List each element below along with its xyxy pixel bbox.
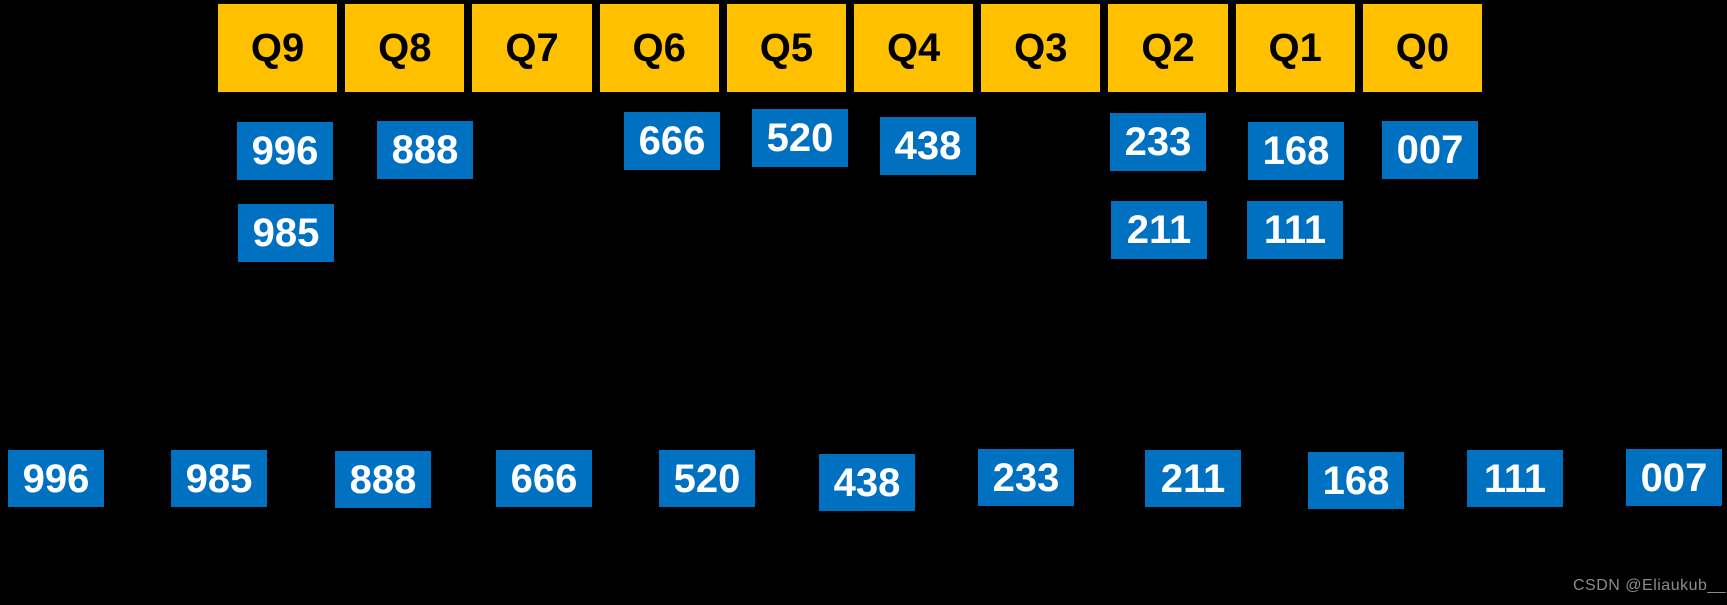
output-item-168: 168 bbox=[1308, 452, 1404, 509]
queue-box-q0: Q0 bbox=[1362, 4, 1483, 92]
queue-item-q9-996: 996 bbox=[237, 122, 333, 180]
watermark: CSDN @Eliaukub__ bbox=[1573, 577, 1727, 594]
queue-label-q6: Q6 bbox=[632, 26, 686, 70]
queue-box-q8: Q8 bbox=[345, 4, 465, 92]
queue-item-q1-111: 111 bbox=[1247, 201, 1343, 259]
queue-label-q9: Q9 bbox=[250, 26, 305, 70]
queue-box-q5: Q5 bbox=[726, 4, 847, 92]
output-item-985: 985 bbox=[171, 450, 267, 507]
output-item-211: 211 bbox=[1145, 450, 1241, 507]
output-item-666: 666 bbox=[496, 450, 592, 507]
queue-box-q1: Q1 bbox=[1235, 4, 1355, 92]
queue-label-q1: Q1 bbox=[1268, 26, 1322, 70]
queue-label-q5: Q5 bbox=[759, 26, 814, 70]
queue-box-q6: Q6 bbox=[599, 4, 719, 92]
output-item-438: 438 bbox=[819, 454, 915, 511]
queue-item-q0-007: 007 bbox=[1382, 121, 1478, 179]
queue-box-q9: Q9 bbox=[218, 4, 338, 92]
output-item-111: 111 bbox=[1467, 450, 1563, 507]
queue-label-q2: Q2 bbox=[1141, 26, 1195, 70]
output-item-888: 888 bbox=[335, 451, 431, 508]
queue-box-q7: Q7 bbox=[472, 4, 592, 92]
output-item-007: 007 bbox=[1626, 449, 1722, 506]
queue-label-q0: Q0 bbox=[1395, 26, 1450, 70]
queue-label-q3: Q3 bbox=[1014, 26, 1068, 70]
queue-label-q8: Q8 bbox=[378, 26, 432, 70]
queue-label-q7: Q7 bbox=[505, 26, 559, 70]
queue-item-q8-888: 888 bbox=[377, 121, 473, 179]
queue-item-q9-985: 985 bbox=[238, 204, 334, 262]
queue-item-q1-168: 168 bbox=[1248, 122, 1344, 180]
queue-item-q2-211: 211 bbox=[1111, 201, 1207, 259]
queue-header-row: Q9 Q8 Q7 Q6 Q5 Q4 Q3 Q2 Q1 Q0 bbox=[218, 4, 1483, 92]
output-item-996: 996 bbox=[8, 450, 104, 507]
queue-item-q6-666: 666 bbox=[624, 112, 720, 170]
queue-box-q4: Q4 bbox=[854, 4, 974, 92]
queue-label-q4: Q4 bbox=[886, 26, 941, 70]
queue-box-q3: Q3 bbox=[981, 4, 1101, 92]
queue-item-q2-233: 233 bbox=[1110, 113, 1206, 171]
queue-item-q5-520: 520 bbox=[752, 109, 848, 167]
queue-box-q2: Q2 bbox=[1108, 4, 1228, 92]
queue-item-q4-438: 438 bbox=[880, 117, 976, 175]
output-item-233: 233 bbox=[978, 449, 1074, 506]
output-item-520: 520 bbox=[659, 450, 755, 507]
